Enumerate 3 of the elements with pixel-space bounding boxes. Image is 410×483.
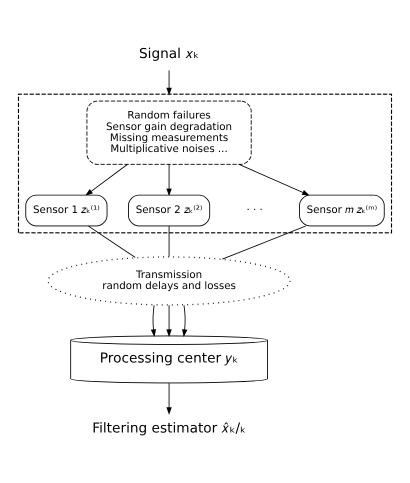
node-text: Signal 𝑥ₖ [138,46,200,62]
label: · · · [246,204,263,216]
node-text: Filtering estimator 𝑥̂ₖ/ₖ [92,420,246,436]
